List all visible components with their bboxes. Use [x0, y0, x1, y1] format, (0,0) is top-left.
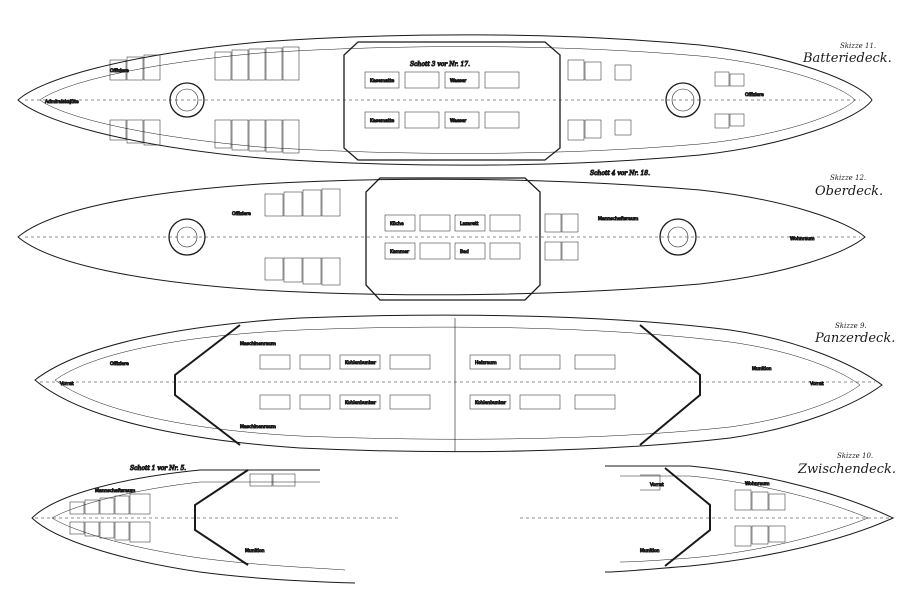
room-label: Munition — [752, 366, 772, 372]
zwischendeck-plan: Mannschaftsraum Munition Vorrat Wohnraum… — [31, 465, 895, 584]
oberdeck-fore-turret-icon — [168, 218, 206, 256]
sheet-number: Skizze 10. — [837, 452, 873, 460]
panzerdeck-hull — [34, 314, 883, 453]
room-label: Bad — [460, 249, 469, 255]
oberdeck-aft-turret-icon — [659, 218, 697, 256]
room-label: Kammer — [390, 249, 409, 255]
room-label: Vorrat — [650, 482, 664, 488]
deck-title-batteriedeck: Batteriedeck. — [802, 51, 892, 66]
deck-title-panzerdeck: Panzerdeck. — [814, 331, 895, 346]
room-label: Munition — [245, 548, 265, 554]
zwischendeck-fore-armour-belt — [194, 469, 249, 566]
batteriedeck-fore-turret-icon — [169, 82, 205, 118]
room-label: Heizraum — [475, 360, 497, 366]
sheet-number: Skizze 11. — [840, 42, 876, 50]
room-label: Kasematte — [370, 78, 394, 84]
room-label: Kohlenbunker — [345, 400, 376, 406]
room-label: Mannschaftsraum — [95, 488, 135, 494]
room-label: Kohlenbunker — [345, 360, 376, 366]
bulkhead-note: Schott 4 vor Nr. 18. — [590, 170, 650, 177]
room-label: Offiziere — [745, 92, 764, 98]
deck-title-oberdeck: Oberdeck. — [815, 184, 883, 199]
room-label: Wasser — [450, 78, 466, 84]
room-label: Vorrat — [810, 381, 824, 387]
panzerdeck-fore-armour-belt — [174, 324, 241, 446]
room-label: Küche — [390, 221, 404, 227]
room-label: Offiziere — [110, 361, 129, 367]
zwischendeck-aft-hull — [604, 465, 895, 573]
room-label: Munition — [640, 548, 660, 554]
room-label: Mannschaftsraum — [598, 216, 638, 222]
sheet-number: Skizze 12. — [830, 174, 866, 182]
room-label: Offiziere — [110, 68, 129, 74]
room-label: Maschinenraum — [240, 341, 276, 347]
zwischendeck-aft-armour-belt — [664, 467, 711, 567]
panzerdeck-aft-armour-belt — [639, 324, 701, 446]
room-label: Offiziere — [232, 211, 251, 217]
oberdeck-hull — [17, 178, 866, 296]
batteriedeck-plan: Admiralskajüte Kasematte Wasser Kasematt… — [17, 34, 873, 166]
panzerdeck-plan: Vorrat Offiziere Maschinenraum Kohlenbun… — [34, 314, 883, 453]
room-label: Vorrat — [60, 381, 74, 387]
room-label: Admiralskajüte — [45, 99, 79, 105]
room-label: Kasematte — [370, 118, 394, 124]
batteriedeck-hull — [17, 34, 873, 166]
bulkhead-note: Schott 1 vor Nr. 5. — [130, 465, 186, 472]
room-label: Wohnraum — [790, 236, 815, 242]
deck-title-zwischendeck: Zwischendeck. — [797, 462, 896, 477]
sheet-number: Skizze 9. — [835, 322, 867, 330]
oberdeck-citadel — [365, 177, 541, 301]
batteriedeck-citadel — [343, 41, 561, 161]
room-label: Wohnraum — [745, 481, 770, 487]
bulkhead-note: Schott 3 vor Nr. 17. — [410, 61, 470, 68]
room-label: Maschinenraum — [240, 424, 276, 430]
oberdeck-plan: Offiziere Küche Lazarett Kammer Bad Mann… — [17, 170, 866, 301]
room-label: Lazarett — [460, 221, 479, 227]
zwischendeck-fore-hull — [31, 469, 356, 584]
room-label: Wasser — [450, 118, 466, 124]
room-label: Kohlenbunker — [475, 400, 506, 406]
batteriedeck-aft-turret-icon — [665, 82, 701, 118]
